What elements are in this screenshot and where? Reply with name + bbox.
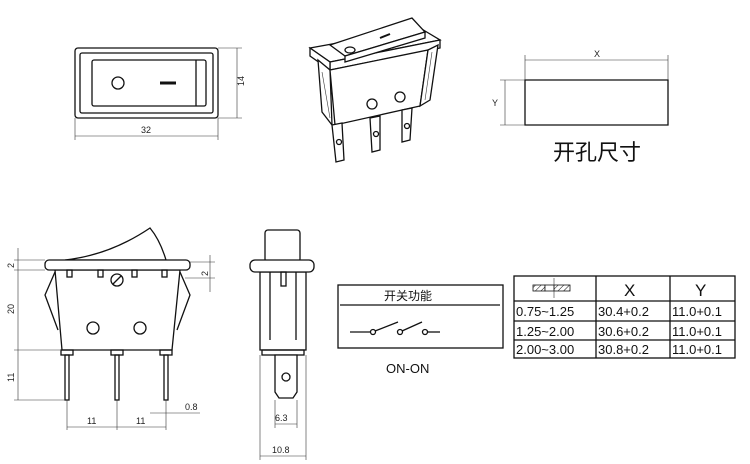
table-cell: 11.0+0.1 [672,304,722,319]
flange-dimension: 2 [6,263,16,268]
table-cell: 0.75~1.25 [516,304,574,319]
table-cell: 30.4+0.2 [598,304,649,319]
isometric-view [308,17,442,163]
pin-length-dimension: 11 [6,373,16,382]
table-cell: 11.0+0.1 [672,324,722,339]
width-dimension: 32 [141,125,151,135]
side-view: 2 20 11 2 11 11 0.8 [6,227,215,430]
header-y: Y [695,281,706,300]
pitch-left-dimension: 11 [87,416,96,426]
panel-thickness-icon [532,278,571,298]
front-view: 14 32 [74,47,246,140]
terminal-width-dimension: 6.3 [275,413,288,423]
header-x: X [624,281,635,300]
switch-symbol-icon [350,321,440,336]
cutout-table: X Y 0.75~1.25 30.4+0.2 11.0+0.1 1.25~2.0… [513,275,736,359]
body-width-dimension: 10.8 [272,445,290,455]
end-view: 6.3 10.8 [249,229,315,460]
function-title: 开关功能 [384,289,432,303]
offset-dimension: 2 [200,271,210,276]
cutout-title: 开孔尺寸 [553,140,641,165]
switch-mode-label: ON-ON [386,361,429,376]
body-height-dimension: 20 [6,304,16,314]
cutout-view: X Y 开孔尺寸 [492,49,669,165]
table-cell: 30.8+0.2 [598,342,649,357]
table-cell: 30.6+0.2 [598,324,649,339]
pitch-right-dimension: 11 [136,416,145,426]
table-cell: 2.00~3.00 [516,342,574,357]
pin-thickness-dimension: 0.8 [185,402,198,412]
cutout-x-label: X [594,49,600,59]
height-dimension: 14 [236,76,246,86]
off-symbol-icon [111,76,125,90]
table-cell: 11.0+0.1 [672,342,722,357]
table-cell: 1.25~2.00 [516,324,574,339]
screw-icon [110,273,124,287]
switch-function-box: 开关功能 ON-ON [337,284,504,376]
cutout-y-label: Y [492,98,498,108]
